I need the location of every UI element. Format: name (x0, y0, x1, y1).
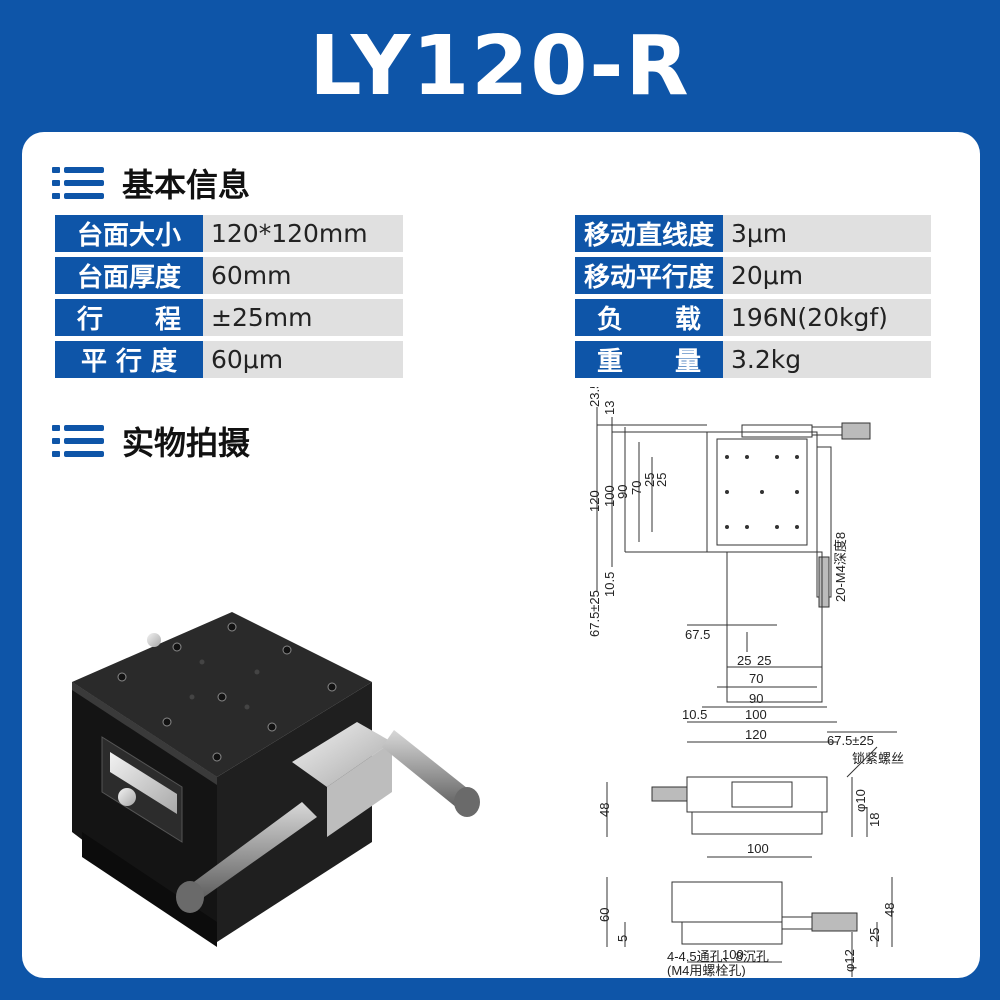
dim-label: φ12 (842, 949, 857, 972)
dim-label: 120 (745, 727, 767, 742)
spec-value: 60μm (203, 341, 403, 378)
spec-row: 移动直线度 3μm (575, 215, 931, 252)
spec-value: 20μm (723, 257, 931, 294)
spec-label: 重 量 (575, 341, 723, 378)
dim-label: 5 (615, 935, 630, 942)
spec-row: 行 程 ±25mm (55, 299, 403, 336)
spec-label: 台面厚度 (55, 257, 203, 294)
hole-note: (M4用螺栓孔) (667, 963, 746, 977)
dim-label: 10.5 (602, 572, 617, 597)
dim-label: 70 (629, 481, 644, 495)
spec-row: 台面大小 120*120mm (55, 215, 403, 252)
dim-label: 25 (757, 653, 771, 668)
dim-label: 25 (654, 473, 669, 487)
spec-row: 负 载 196N(20kgf) (575, 299, 931, 336)
dim-label: 100 (747, 841, 769, 856)
dim-label: 67.5±25 (587, 590, 602, 637)
spec-label: 移动平行度 (575, 257, 723, 294)
dim-label: 48 (882, 903, 897, 917)
lock-screw-label: 锁紧螺丝 (852, 751, 904, 766)
dim-label: 23.5 (587, 387, 602, 407)
spec-label: 行 程 (55, 299, 203, 336)
product-photo (72, 612, 480, 947)
spec-label: 负 载 (575, 299, 723, 336)
dim-label: 18 (867, 813, 882, 827)
spec-table-left: 台面大小 120*120mm 台面厚度 60mm 行 程 ±25mm 平 行 度… (55, 210, 403, 383)
dim-label: 60 (597, 908, 612, 922)
basic-info-header: 基本信息 (52, 160, 250, 206)
spec-value: 120*120mm (203, 215, 403, 252)
dim-label: 25 (867, 928, 882, 942)
content-card: 基本信息 台面大小 120*120mm 台面厚度 60mm 行 程 ±25mm … (22, 132, 980, 978)
spec-row: 移动平行度 20μm (575, 257, 931, 294)
dim-label: φ10 (853, 789, 868, 812)
spec-label: 台面大小 (55, 215, 203, 252)
technical-drawing: 23.5 13 120 100 90 70 25 25 67.5±25 10.5… (587, 387, 904, 977)
dim-label: 70 (749, 671, 763, 686)
photo-header: 实物拍摄 (52, 418, 250, 464)
list-icon (52, 423, 106, 459)
dim-label: 10.5 (682, 707, 707, 722)
spec-label: 移动直线度 (575, 215, 723, 252)
dim-label: 25 (642, 473, 657, 487)
spec-row: 台面厚度 60mm (55, 257, 403, 294)
photo-title: 实物拍摄 (122, 424, 251, 462)
dim-label: 67.5 (685, 627, 710, 642)
basic-info-title: 基本信息 (122, 166, 251, 204)
dim-label: 100 (745, 707, 767, 722)
dim-label: 120 (587, 490, 602, 512)
page-title: LY120-R (309, 19, 691, 114)
spec-value: 3.2kg (723, 341, 931, 378)
hole-note: 4-4.5通孔、8沉孔 (667, 949, 769, 964)
dim-label: 48 (597, 803, 612, 817)
spec-row: 重 量 3.2kg (575, 341, 931, 378)
dim-label: 13 (602, 401, 617, 415)
dim-label: 67.5±25 (827, 733, 874, 748)
spec-table-right: 移动直线度 3μm 移动平行度 20μm 负 载 196N(20kgf) 重 量… (575, 210, 931, 383)
note-label: 20-M4深度8 (833, 532, 848, 602)
spec-value: 60mm (203, 257, 403, 294)
dim-label: 25 (737, 653, 751, 668)
spec-value: 196N(20kgf) (723, 299, 931, 336)
spec-value: ±25mm (203, 299, 403, 336)
list-icon (52, 165, 106, 201)
dim-label: 90 (749, 691, 763, 706)
spec-label: 平 行 度 (55, 341, 203, 378)
dim-label: 100 (602, 485, 617, 507)
dim-label: 90 (615, 485, 630, 499)
spec-value: 3μm (723, 215, 931, 252)
spec-row: 平 行 度 60μm (55, 341, 403, 378)
dim-label: 100 (722, 947, 744, 962)
